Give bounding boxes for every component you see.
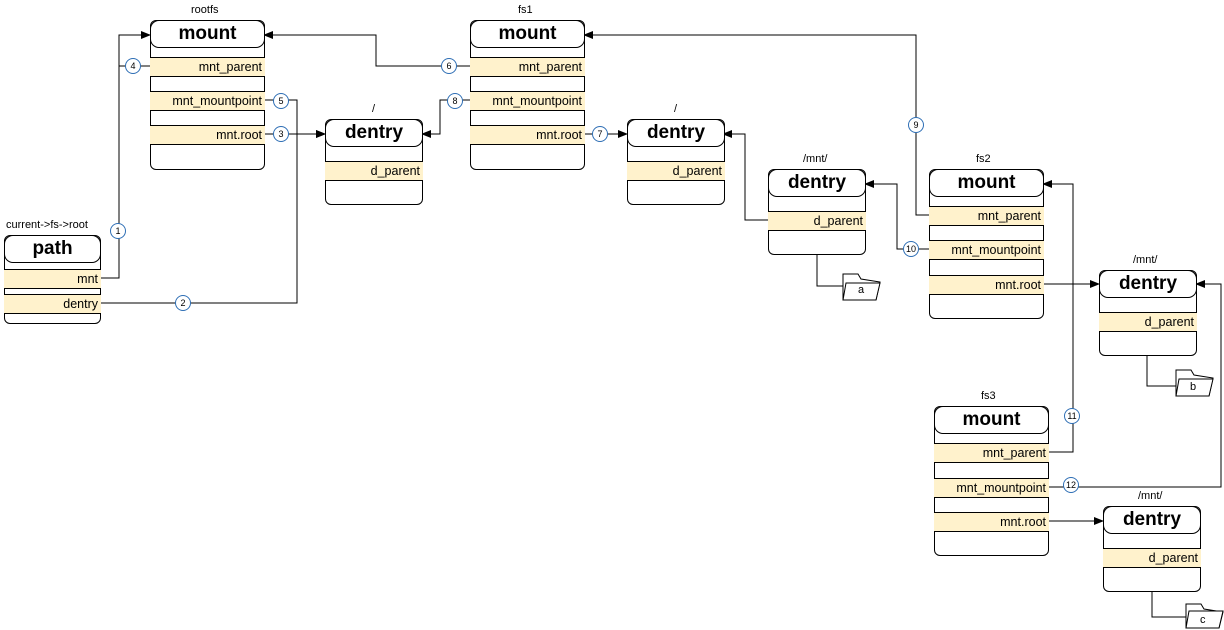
- mount-fs3-mnt-parent: mnt_parent: [934, 443, 1049, 463]
- mount-rootfs: mount mnt_parent mnt_mountpoint mnt.root: [150, 20, 265, 170]
- step-3: 3: [273, 126, 289, 142]
- arrow-11: [1042, 180, 1074, 453]
- step-2: 2: [175, 295, 191, 311]
- folder-label-b: b: [1190, 381, 1197, 393]
- folder-icon-a: [842, 273, 881, 301]
- dentry-mnt-3-title: dentry: [1103, 506, 1201, 534]
- mount-fs1: mount mnt_parent mnt_mountpoint mnt.root: [470, 20, 585, 170]
- mount-fs1-mnt-parent: mnt_parent: [470, 57, 585, 77]
- path-title: path: [4, 235, 101, 263]
- label-mnt-dentry-2: /mnt/: [1133, 254, 1158, 266]
- arrow-mnt-parent-1: [722, 130, 768, 221]
- label-root-dentry-2: /: [674, 103, 678, 115]
- folder-label-a: a: [858, 284, 865, 296]
- path-field-dentry: dentry: [4, 294, 101, 314]
- mount-rootfs-mnt-mountpoint: mnt_mountpoint: [150, 91, 265, 111]
- folder-label-c: c: [1200, 614, 1206, 626]
- step-10: 10: [903, 241, 919, 257]
- mount-fs2-mnt-root: mnt.root: [929, 275, 1044, 295]
- mount-fs1-mnt-mountpoint: mnt_mountpoint: [470, 91, 585, 111]
- label-current-root: current->fs->root: [6, 219, 88, 231]
- arrow-8: [421, 99, 470, 138]
- dentry-mnt-2-d-parent: d_parent: [1099, 312, 1197, 332]
- step-9: 9: [908, 117, 924, 133]
- step-8: 8: [447, 93, 463, 109]
- label-mnt-dentry-3: /mnt/: [1138, 490, 1163, 502]
- mount-fs3: mount mnt_parent mnt_mountpoint mnt.root: [934, 406, 1049, 556]
- mount-fs1-mnt-root: mnt.root: [470, 125, 585, 145]
- dentry-mnt-1-d-parent: d_parent: [768, 211, 866, 231]
- dentry-root-2-d-parent: d_parent: [627, 161, 725, 181]
- mount-fs3-title: mount: [934, 406, 1049, 434]
- dentry-root-2-title: dentry: [627, 119, 725, 147]
- folder-icon-b: [1175, 369, 1214, 397]
- mount-fs3-mnt-mountpoint: mnt_mountpoint: [934, 478, 1049, 498]
- dentry-mnt-2-title: dentry: [1099, 270, 1197, 298]
- mount-rootfs-title: mount: [150, 20, 265, 48]
- label-fs3: fs3: [981, 390, 996, 402]
- dentry-mnt-3: dentry d_parent: [1103, 506, 1201, 592]
- arrow-1: [100, 31, 151, 279]
- dentry-root-2: dentry d_parent: [627, 119, 725, 205]
- folder-icon-c: [1185, 603, 1224, 629]
- step-6: 6: [441, 58, 457, 74]
- folder-link-c: [1151, 590, 1186, 618]
- label-root-dentry-1: /: [372, 103, 376, 115]
- mount-fs2-mnt-mountpoint: mnt_mountpoint: [929, 240, 1044, 260]
- mount-fs2: mount mnt_parent mnt_mountpoint mnt.root: [929, 169, 1044, 319]
- mount-rootfs-mnt-parent: mnt_parent: [150, 57, 265, 77]
- step-1: 1: [110, 223, 126, 239]
- step-4: 4: [125, 58, 141, 74]
- mount-fs2-title: mount: [929, 169, 1044, 197]
- dentry-root-1-title: dentry: [325, 119, 423, 147]
- label-mnt-dentry-1: /mnt/: [803, 153, 828, 165]
- step-12: 12: [1063, 477, 1079, 493]
- dentry-mnt-3-d-parent: d_parent: [1103, 548, 1201, 568]
- folder-link-b: [1146, 354, 1176, 387]
- step-5: 5: [273, 93, 289, 109]
- dentry-root-1: dentry d_parent: [325, 119, 423, 205]
- dentry-root-1-d-parent: d_parent: [325, 161, 423, 181]
- arrow-6: [263, 31, 470, 67]
- dentry-mnt-2: dentry d_parent: [1099, 270, 1197, 356]
- mount-fs1-title: mount: [470, 20, 585, 48]
- label-rootfs: rootfs: [191, 4, 219, 16]
- arrow-10: [864, 180, 929, 250]
- mount-fs2-mnt-parent: mnt_parent: [929, 206, 1044, 226]
- arrow-12: [1048, 280, 1222, 488]
- mount-fs3-mnt-root: mnt.root: [934, 512, 1049, 532]
- step-11: 11: [1064, 408, 1080, 424]
- path-field-mnt: mnt: [4, 269, 101, 289]
- step-7: 7: [592, 126, 608, 142]
- label-fs2: fs2: [976, 153, 991, 165]
- folder-link-a: [816, 253, 843, 287]
- label-fs1: fs1: [518, 4, 533, 16]
- dentry-mnt-1: dentry d_parent: [768, 169, 866, 255]
- mount-rootfs-mnt-root: mnt.root: [150, 125, 265, 145]
- dentry-mnt-1-title: dentry: [768, 169, 866, 197]
- path-struct: path mnt dentry: [4, 235, 101, 324]
